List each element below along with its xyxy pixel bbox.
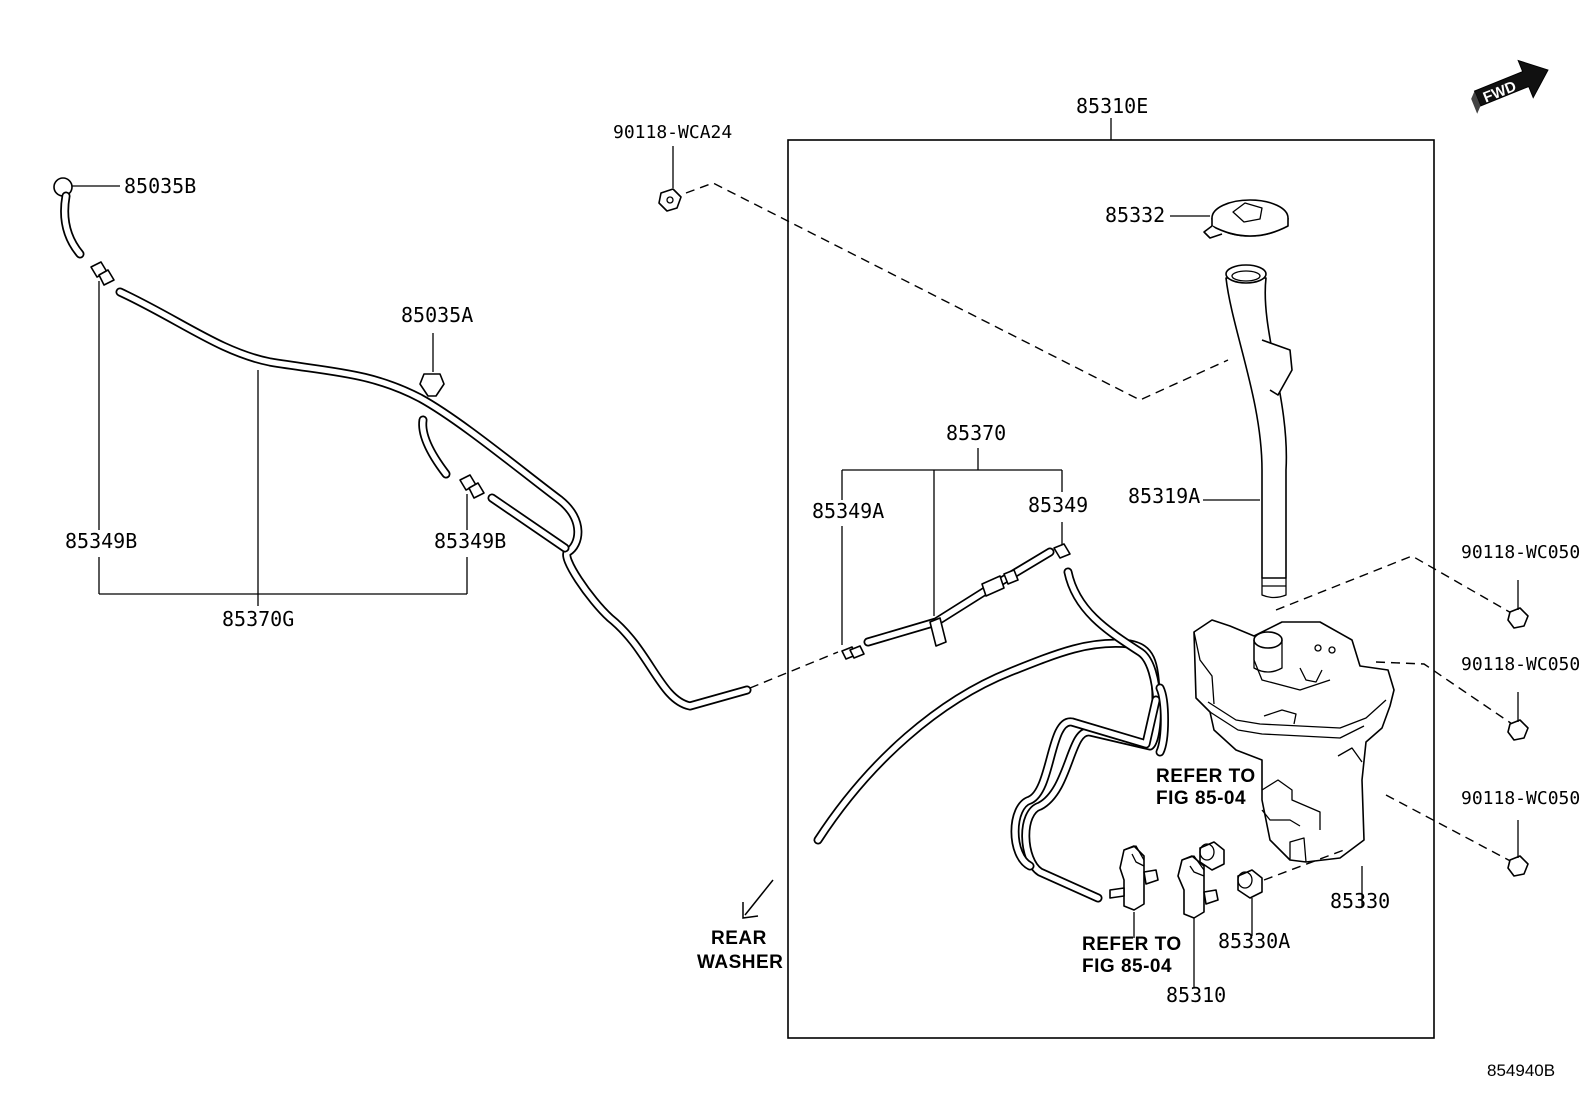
joint-85349 xyxy=(1053,543,1071,559)
label-85370: 85370 xyxy=(946,421,1006,445)
label-85310e: 85310E xyxy=(1076,94,1148,118)
label-85319a: 85319A xyxy=(1128,484,1200,508)
nozzle-85035a xyxy=(419,373,445,397)
joint-85349b-right xyxy=(459,474,485,499)
note-refer-lower-2: FIG 85-04 xyxy=(1082,956,1172,977)
bolt-90118-wc050-2 xyxy=(1507,692,1529,741)
note-rear-washer-1: REAR xyxy=(711,928,767,949)
filler-neck-85319a xyxy=(1225,264,1293,599)
bolt-90118-wc050-3 xyxy=(1507,820,1529,877)
label-90118-wc050-3: 90118-WC050 xyxy=(1461,788,1580,809)
nozzle-85035b xyxy=(53,177,85,259)
label-85330a: 85330A xyxy=(1218,929,1290,953)
joint-85349a xyxy=(841,645,865,660)
fwd-arrow-icon: FWD xyxy=(1471,59,1549,114)
label-85349b-right: 85349B xyxy=(434,529,506,553)
label-90118-wca24: 90118-WCA24 xyxy=(613,122,732,143)
label-85310: 85310 xyxy=(1166,983,1226,1007)
grommet-85330a xyxy=(1237,869,1263,899)
pump-85310-right xyxy=(1177,855,1219,919)
fwd-label: FWD xyxy=(1481,78,1519,107)
bolt-90118-wc050-1 xyxy=(1507,580,1529,629)
note-rear-washer-2: WASHER xyxy=(697,952,783,973)
diagram-id: 854940B xyxy=(1487,1061,1555,1080)
label-85349b-left: 85349B xyxy=(65,529,137,553)
pump-85310-left xyxy=(1109,845,1159,911)
label-90118-wc050-2: 90118-WC050 xyxy=(1461,654,1580,675)
tank-85330 xyxy=(1193,619,1395,863)
clip-90118-wca24 xyxy=(658,188,682,212)
label-85349a: 85349A xyxy=(812,499,884,523)
note-refer-upper-1: REFER TO xyxy=(1156,766,1256,787)
label-85035a: 85035A xyxy=(401,303,473,327)
joint-85349b-left xyxy=(90,261,115,286)
label-85035b: 85035B xyxy=(124,174,196,198)
note-refer-lower-1: REFER TO xyxy=(1082,934,1182,955)
cap-85332 xyxy=(1203,199,1289,239)
rear-washer-arrow-icon xyxy=(742,879,774,919)
hose-clip xyxy=(929,569,1019,647)
note-refer-upper-2: FIG 85-04 xyxy=(1156,788,1246,809)
label-85330: 85330 xyxy=(1330,889,1390,913)
label-85370g: 85370G xyxy=(222,607,294,631)
label-85349: 85349 xyxy=(1028,493,1088,517)
label-90118-wc050-1: 90118-WC050 xyxy=(1461,542,1580,563)
label-85332: 85332 xyxy=(1105,203,1165,227)
